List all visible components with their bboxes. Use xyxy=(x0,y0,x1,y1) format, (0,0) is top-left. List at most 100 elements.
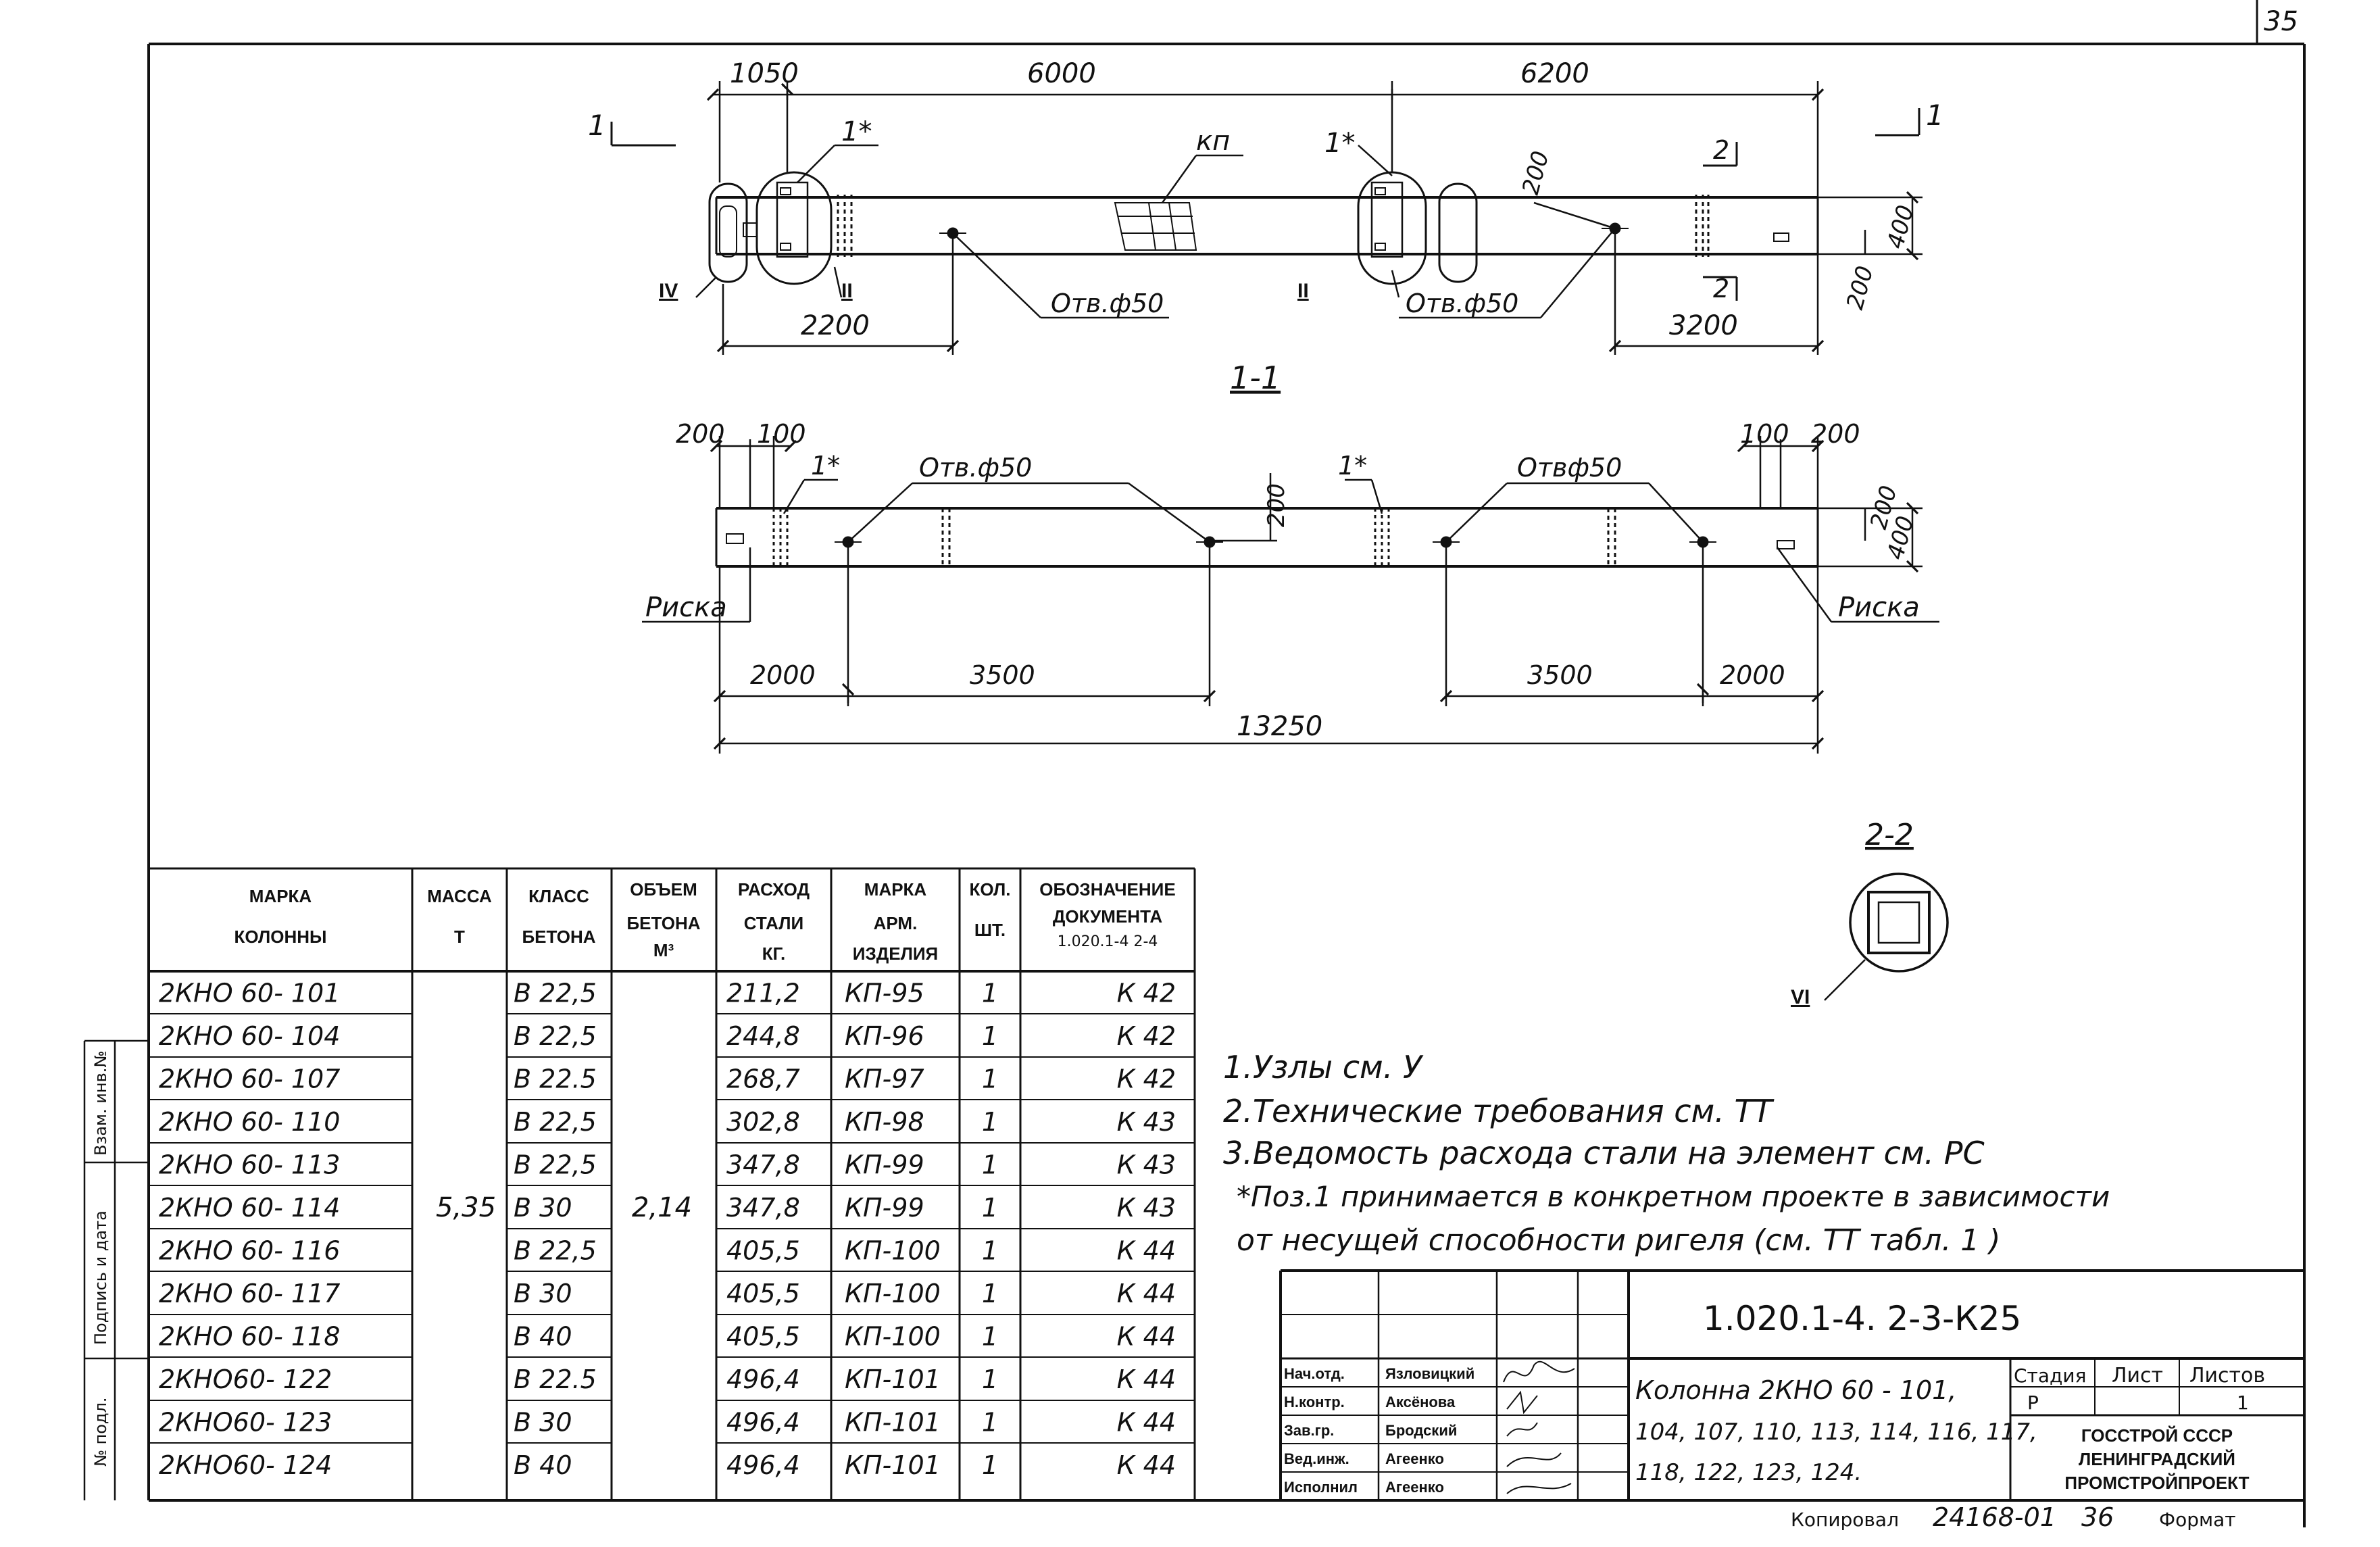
table-cell-doc: К 42 xyxy=(1117,1064,1176,1094)
footer-number: 24168-01 xyxy=(1933,1502,2056,1532)
note-1: 1.Узлы см. У xyxy=(1223,1049,1424,1085)
mass-value: 5,35 xyxy=(436,1192,496,1223)
dim-6200: 6200 xyxy=(1520,58,1589,89)
volume-value: 2,14 xyxy=(632,1192,692,1223)
table-cell-class: В 30 xyxy=(514,1279,572,1308)
cut-mark-2-bottom: 2 xyxy=(1713,274,1729,303)
view-1: 1050 6000 6200 2200 3200 200 400 200 1* … xyxy=(588,58,1944,355)
table-cell-steel: 302,8 xyxy=(726,1107,800,1137)
table-cell-qty: 1 xyxy=(982,1193,998,1223)
table-cell-mark: 2КНО60- 122 xyxy=(159,1365,332,1394)
table-cell-doc: К 44 xyxy=(1117,1322,1176,1352)
table-cell-doc: К 44 xyxy=(1117,1279,1176,1308)
table-cell-doc: К 44 xyxy=(1117,1365,1176,1394)
table-cell-mark: 2КНО60- 124 xyxy=(159,1450,332,1480)
table-cell-qty: 1 xyxy=(982,1322,998,1352)
table-cell-qty: 1 xyxy=(982,979,998,1008)
sheets-value: 1 xyxy=(2237,1392,2249,1414)
pos1-label-left: 1* xyxy=(841,116,872,147)
table-cell-qty: 1 xyxy=(982,1107,998,1137)
stamp-sign: Подпись и дата xyxy=(91,1210,110,1345)
table-cell-steel: 211,2 xyxy=(726,979,800,1008)
dim-2200: 2200 xyxy=(801,310,870,341)
hole-label-right: Отв.ф50 xyxy=(1406,289,1518,318)
table-cell-steel: 496,4 xyxy=(726,1365,800,1394)
table-cell-steel: 244,8 xyxy=(726,1021,800,1051)
table-cell-mark: 2КНО60- 123 xyxy=(159,1408,332,1438)
footer-format: Формат xyxy=(2159,1508,2236,1531)
table-cell-steel: 405,5 xyxy=(726,1279,800,1308)
pos1-label-right: 1* xyxy=(1324,128,1355,159)
header-volume-2: БЕТОНА xyxy=(626,913,700,933)
role-2: Н.контр. xyxy=(1284,1394,1345,1410)
header-volume-3: М³ xyxy=(653,940,674,960)
notes: 1.Узлы см. У 2.Технические требования см… xyxy=(1223,1049,2110,1258)
table-grid xyxy=(149,867,1196,1500)
table-cell-mark: 2КНО 60- 113 xyxy=(159,1150,340,1180)
table-cell-class: В 30 xyxy=(514,1408,572,1438)
sheet-frame xyxy=(147,0,2306,1527)
stage-label: Стадия xyxy=(2014,1365,2086,1387)
header-arm-2: АРМ. xyxy=(874,913,918,933)
table-cell-mark: 2КНО 60- 107 xyxy=(159,1064,340,1094)
table-cell-class: В 22.5 xyxy=(514,1365,597,1394)
section-1-1: 1-1 xyxy=(642,360,1939,754)
stage-value: Р xyxy=(2027,1392,2039,1414)
dim-2000-right: 2000 xyxy=(1720,660,1785,690)
note-2: 2.Технические требования см. ТТ xyxy=(1223,1093,1775,1129)
dim-3500-right: 3500 xyxy=(1527,660,1593,690)
cut-mark-2-top: 2 xyxy=(1713,135,1729,165)
header-mark-1: МАРКА xyxy=(249,886,312,906)
table-cell-class: В 40 xyxy=(514,1450,572,1480)
section-2-2: 2-2 VI xyxy=(1791,818,1949,1008)
header-arm-1: МАРКА xyxy=(864,879,927,900)
sheet-label: Лист xyxy=(2112,1364,2163,1388)
node-label-ii-right: II xyxy=(1297,280,1309,302)
header-steel-3: КГ. xyxy=(762,943,786,964)
header-class-1: КЛАСС xyxy=(528,886,589,906)
title-block: 1.020.1-4. 2-3-К25 Колонна 2КНО 60 - 101… xyxy=(1279,1269,2304,1500)
stamp-podl: № подл. xyxy=(91,1397,110,1467)
person-2: Аксёнова xyxy=(1385,1394,1456,1410)
node-label-vi: VI xyxy=(1791,986,1810,1008)
footer: Копировал 24168-01 36 Формат xyxy=(1791,1502,2236,1532)
table-cell-arm: КП-100 xyxy=(845,1279,941,1308)
table-cell-mark: 2КНО 60- 116 xyxy=(159,1236,340,1266)
table-cell-qty: 1 xyxy=(982,1450,998,1480)
section-2-2-title: 2-2 xyxy=(1865,818,1914,852)
table-cell-qty: 1 xyxy=(982,1279,998,1308)
table-cell-doc: К 43 xyxy=(1117,1150,1176,1180)
dim-side-200-top: 200 xyxy=(1517,148,1554,197)
header-volume-1: ОБЪЕМ xyxy=(630,879,697,900)
table-cell-class: В 30 xyxy=(514,1193,572,1223)
section-2-2-shape xyxy=(1824,873,1949,1001)
section-1-1-title: 1-1 xyxy=(1230,360,1281,396)
header-doc-2: ДОКУМЕНТА xyxy=(1053,906,1162,927)
table-cell-steel: 496,4 xyxy=(726,1450,800,1480)
view1-dimensions xyxy=(695,81,1923,355)
table-cell-qty: 1 xyxy=(982,1408,998,1438)
table-cell-class: В 22.5 xyxy=(514,1064,597,1094)
risk-label-right: Риска xyxy=(1838,592,1920,623)
column-body xyxy=(708,171,1819,285)
dim-overall-13250: 13250 xyxy=(1237,711,1322,742)
dim-100-left: 100 xyxy=(757,419,806,449)
note-3: 3.Ведомость расхода стали на элемент см.… xyxy=(1223,1135,1985,1171)
role-5: Исполнил xyxy=(1284,1479,1358,1496)
header-steel-2: СТАЛИ xyxy=(744,913,803,933)
person-1: Язловицкий xyxy=(1385,1365,1474,1382)
dim-3200: 3200 xyxy=(1669,310,1738,341)
dim-side-200-bottom: 200 xyxy=(1841,263,1879,312)
dim-side-200-hole: 200 xyxy=(1263,483,1290,527)
table-cell-qty: 1 xyxy=(982,1365,998,1394)
table-cell-arm: КП-96 xyxy=(845,1021,924,1051)
item-name-1: Колонна 2КНО 60 - 101, xyxy=(1635,1375,1956,1405)
table-cell-class: В 22,5 xyxy=(514,1021,597,1051)
stamp-zam: Взам. инв.№ xyxy=(91,1051,110,1156)
table-cell-arm: КП-99 xyxy=(845,1150,924,1180)
table-cell-class: В 40 xyxy=(514,1322,572,1352)
table-cell-arm: КП-101 xyxy=(845,1450,941,1480)
header-steel-1: РАСХОД xyxy=(738,879,810,900)
table-cell-arm: КП-98 xyxy=(845,1107,924,1137)
